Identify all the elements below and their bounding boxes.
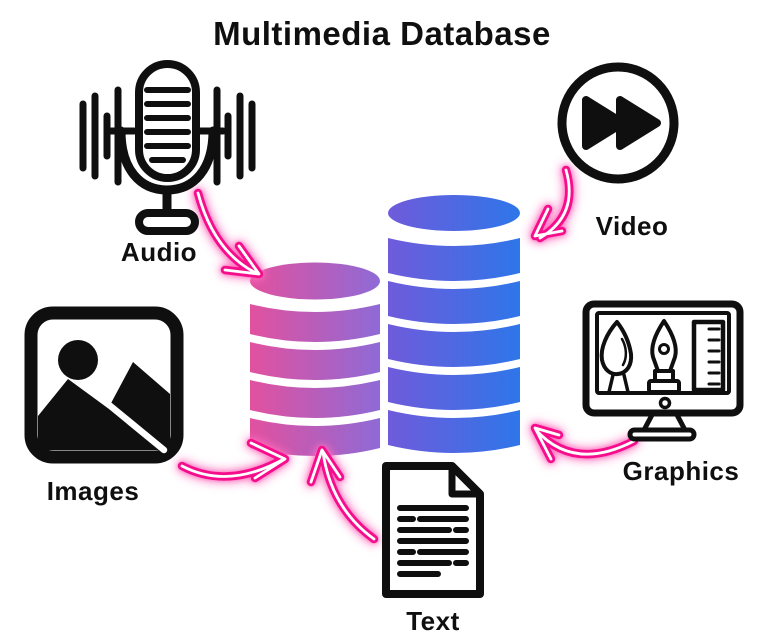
- graphics-to-database-arrow: [530, 423, 639, 464]
- monitor-power-dot: [658, 396, 672, 410]
- fast-forward-icon: [557, 62, 679, 184]
- audio-label: Audio: [121, 237, 197, 267]
- mic-base: [135, 209, 199, 235]
- arrow-core-stroke: [533, 426, 636, 461]
- images-label: Images: [47, 476, 140, 506]
- images-to-database-arrow: [177, 438, 290, 483]
- cylinder-band: [388, 281, 520, 324]
- text-to-database-arrow: [306, 445, 379, 544]
- cylinder-band: [250, 380, 380, 418]
- document-icon: [382, 462, 484, 598]
- monitor-base: [627, 427, 697, 442]
- connection-arrows: [177, 165, 639, 544]
- pen-nib-hole: [658, 343, 670, 355]
- arrow-core-stroke: [180, 441, 287, 480]
- design-monitor-icon: [582, 300, 744, 442]
- graphics-label: Graphics: [623, 456, 740, 486]
- mountain-separator: [93, 391, 168, 454]
- sound-wave-right: [213, 86, 256, 186]
- cylinder-band: [250, 418, 380, 456]
- video-label: Video: [596, 211, 669, 241]
- video-to-database-arrow: [530, 165, 574, 243]
- play-triangle: [616, 96, 661, 150]
- cylinder-top: [388, 195, 520, 231]
- pen-base: [647, 379, 681, 394]
- mic-grille: [144, 87, 191, 163]
- arrow-core-stroke: [309, 448, 376, 541]
- audio-to-database-arrow: [193, 188, 264, 279]
- arrow-core-stroke: [196, 191, 261, 276]
- brush-highlight: [620, 337, 628, 367]
- cylinder-band: [388, 410, 520, 453]
- brush-handle: [607, 373, 630, 394]
- text-label: Text: [406, 606, 460, 636]
- database-cylinder-left: [250, 262, 380, 456]
- diagram-title: Multimedia Database: [213, 15, 551, 52]
- arrow-glow-stroke: [306, 445, 379, 544]
- database-cylinders: [250, 195, 520, 456]
- ruler-ticks: [707, 327, 721, 386]
- image-icon: [24, 306, 184, 464]
- cylinder-top: [250, 262, 380, 300]
- cylinder-band: [388, 238, 520, 281]
- document-fold: [448, 462, 484, 498]
- document-lines: [397, 505, 469, 577]
- microphone-icon: [79, 60, 256, 235]
- cylinder-band: [250, 304, 380, 342]
- database-cylinder-right: [388, 195, 520, 453]
- play-triangle: [582, 96, 627, 150]
- ruler: [691, 319, 726, 393]
- image-mountain-front: [38, 379, 165, 450]
- image-sun: [58, 340, 98, 380]
- cylinder-band: [388, 367, 520, 410]
- sound-wave-left: [79, 86, 122, 186]
- cylinder-band: [388, 324, 520, 367]
- arrow-core-stroke: [533, 168, 571, 240]
- cylinder-band: [250, 342, 380, 380]
